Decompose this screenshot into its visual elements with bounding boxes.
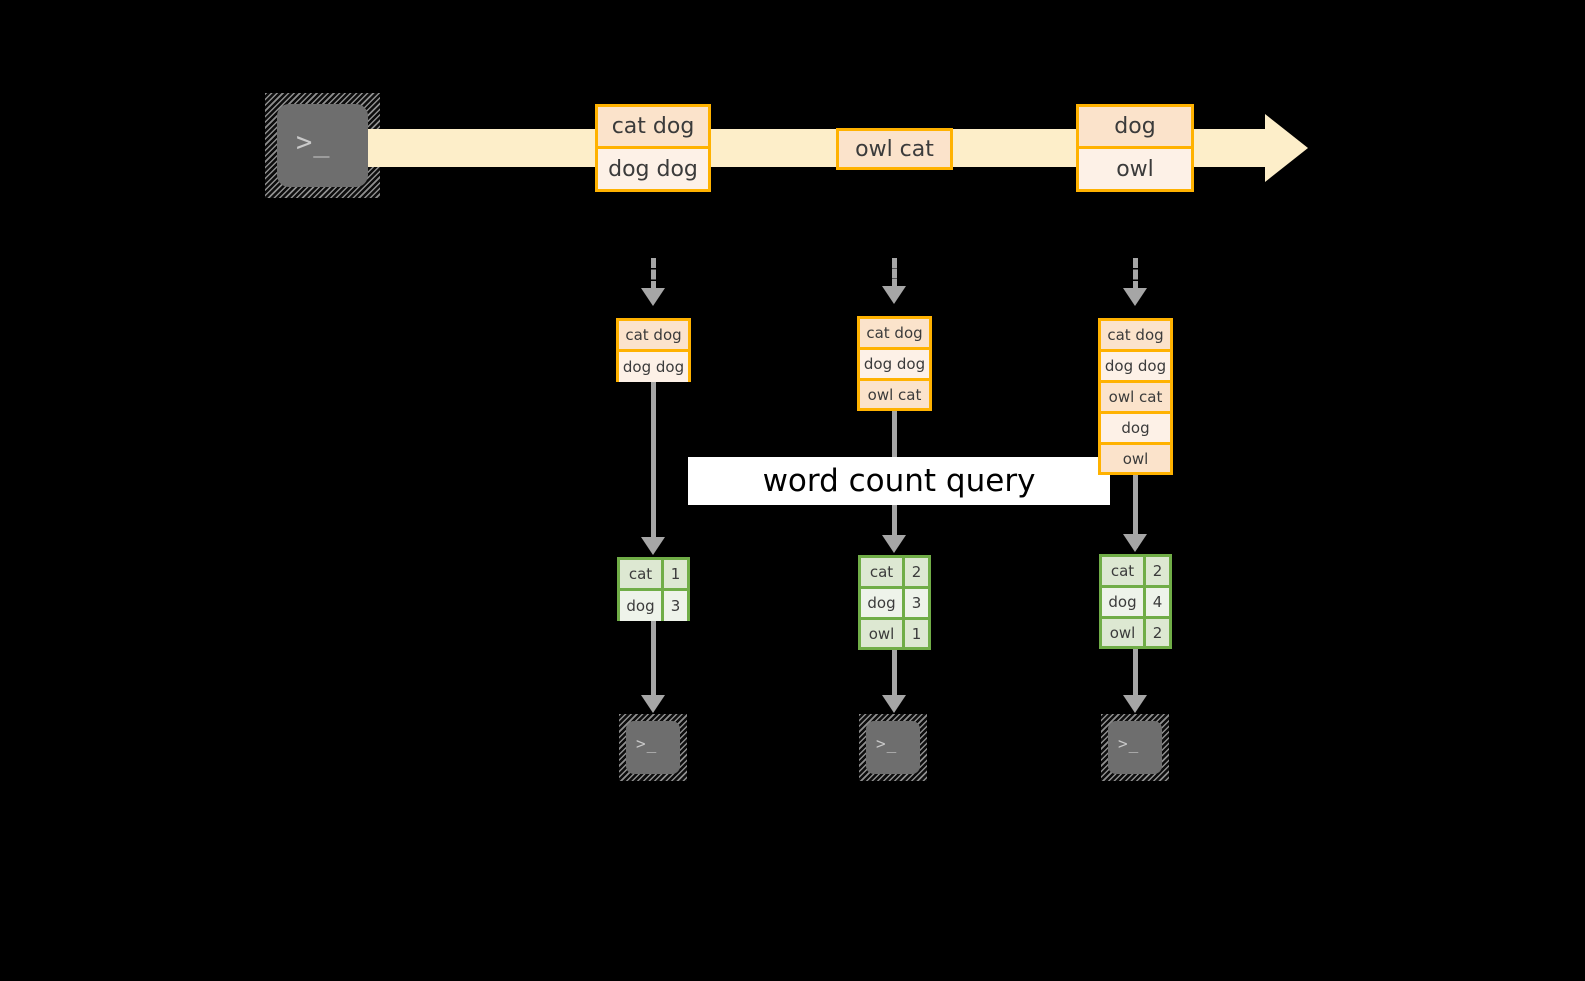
- snapshot-1-sink-terminal-icon: >_: [619, 714, 687, 781]
- snapshot-1-input-box: cat dog dog dog: [616, 318, 691, 382]
- snapshot-3-sink-line: [1133, 649, 1138, 701]
- snapshot-input-line: cat dog: [1101, 321, 1170, 352]
- snapshot-1-query-line: [651, 382, 656, 550]
- table-cell-count: 3: [905, 589, 928, 617]
- table-row: owl 2: [1102, 619, 1169, 646]
- query-banner-label: word count query: [762, 463, 1036, 499]
- table-cell-word: cat: [1102, 557, 1146, 585]
- snapshot-3-query-arrow-head: [1123, 534, 1147, 552]
- table-cell-count: 2: [1146, 619, 1169, 646]
- query-banner: word count query: [688, 457, 1110, 505]
- stream-event-line: dog dog: [598, 149, 708, 189]
- terminal-prompt-glyph: >_: [296, 127, 331, 158]
- snapshot-1-sink-line: [651, 621, 656, 701]
- snapshot-1-sink-arrow-head: [641, 695, 665, 713]
- terminal-body: [866, 721, 920, 774]
- table-cell-count: 2: [1146, 557, 1169, 585]
- stream-event-3: dog owl: [1076, 104, 1194, 192]
- table-cell-count: 2: [905, 558, 928, 586]
- snapshot-input-line: dog dog: [619, 352, 688, 382]
- terminal-prompt-glyph: >_: [876, 734, 898, 753]
- snapshot-2-sink-line: [892, 650, 897, 701]
- snapshot-input-line: owl cat: [1101, 383, 1170, 414]
- stream-event-1: cat dog dog dog: [595, 104, 711, 192]
- snapshot-3-input-box: cat dog dog dog owl cat dog owl: [1098, 318, 1173, 475]
- table-cell-word: owl: [1102, 619, 1146, 646]
- table-cell-word: cat: [861, 558, 905, 586]
- table-cell-word: dog: [620, 591, 664, 621]
- snapshot-2-query-arrow-head: [882, 535, 906, 553]
- snapshot-3-sink-terminal-icon: >_: [1101, 714, 1169, 781]
- terminal-prompt-glyph: >_: [1118, 734, 1140, 753]
- stream-arrow-head: [1265, 114, 1308, 182]
- snapshot-input-line: dog dog: [1101, 352, 1170, 383]
- snapshot-input-line: dog dog: [860, 350, 929, 381]
- table-cell-word: dog: [1102, 588, 1146, 616]
- table-row: dog 4: [1102, 588, 1169, 619]
- stream-event-line: owl cat: [839, 131, 950, 167]
- stream-event-line: dog: [1079, 107, 1191, 149]
- table-cell-count: 4: [1146, 588, 1169, 616]
- snapshot-input-line: cat dog: [619, 321, 688, 352]
- snapshot-2-sink-terminal-icon: >_: [859, 714, 927, 781]
- snapshot-input-line: cat dog: [860, 319, 929, 350]
- table-cell-count: 3: [664, 591, 687, 621]
- table-row: dog 3: [620, 591, 687, 621]
- snapshot-2-sink-arrow-head: [882, 695, 906, 713]
- terminal-prompt-glyph: >_: [636, 734, 658, 753]
- stream-event-line: cat dog: [598, 107, 708, 149]
- snapshot-1-inbound-dashed-line: [651, 258, 656, 291]
- snapshot-2-result-table: cat 2 dog 3 owl 1: [858, 555, 931, 650]
- snapshot-3-inbound-dashed-line: [1133, 258, 1138, 291]
- source-terminal-icon: >_: [265, 93, 380, 198]
- snapshot-2-inbound-dashed-line: [892, 258, 897, 289]
- table-row: cat 2: [1102, 557, 1169, 588]
- table-row: owl 1: [861, 620, 928, 647]
- snapshot-2-input-box: cat dog dog dog owl cat: [857, 316, 932, 411]
- snapshot-input-line: owl: [1101, 445, 1170, 472]
- table-cell-word: dog: [861, 589, 905, 617]
- snapshot-3-inbound-arrow-head: [1123, 288, 1147, 306]
- table-row: dog 3: [861, 589, 928, 620]
- snapshot-3-query-line: [1133, 475, 1138, 548]
- table-cell-word: owl: [861, 620, 905, 647]
- terminal-body: [277, 104, 368, 187]
- snapshot-1-inbound-arrow-head: [641, 288, 665, 306]
- table-cell-count: 1: [664, 560, 687, 588]
- terminal-body: [626, 721, 680, 774]
- stream-event-line: owl: [1079, 149, 1191, 189]
- snapshot-2-inbound-arrow-head: [882, 286, 906, 304]
- table-row: cat 1: [620, 560, 687, 591]
- table-row: cat 2: [861, 558, 928, 589]
- table-cell-word: cat: [620, 560, 664, 588]
- stream-event-2: owl cat: [836, 128, 953, 170]
- snapshot-input-line: owl cat: [860, 381, 929, 408]
- terminal-body: [1108, 721, 1162, 774]
- table-cell-count: 1: [905, 620, 928, 647]
- snapshot-input-line: dog: [1101, 414, 1170, 445]
- snapshot-1-query-arrow-head: [641, 537, 665, 555]
- snapshot-1-result-table: cat 1 dog 3: [617, 557, 690, 621]
- snapshot-3-result-table: cat 2 dog 4 owl 2: [1099, 554, 1172, 649]
- snapshot-3-sink-arrow-head: [1123, 695, 1147, 713]
